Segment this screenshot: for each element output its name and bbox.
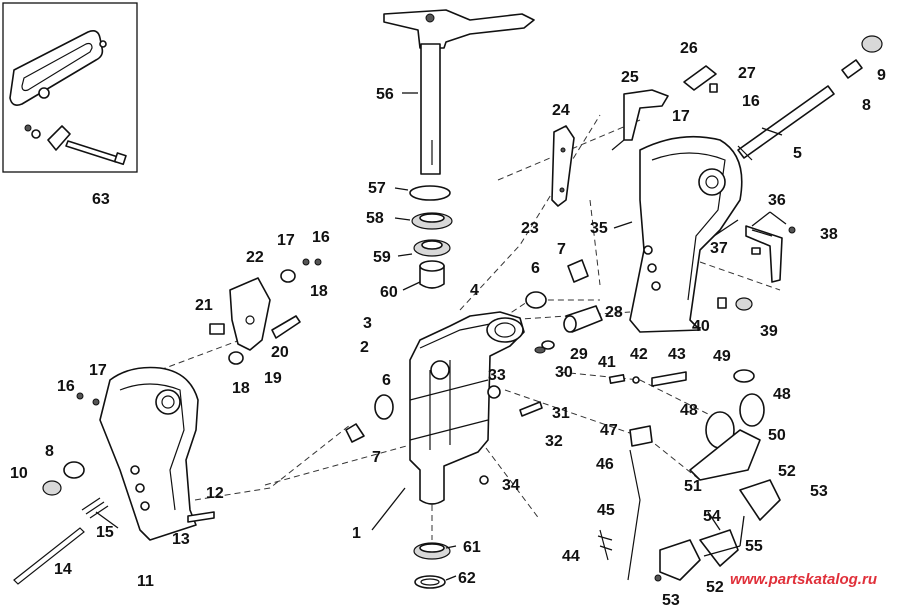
callout-25: 25 [621,69,639,86]
callout-63: 63 [92,191,110,208]
callout-48b: 48 [773,386,791,403]
parts-16-22-thumb-lock [209,258,322,365]
parts-6-7-bushings [345,259,589,443]
callout-35: 35 [590,220,608,237]
parts-8-15-lower-left [13,392,215,585]
callout-34: 34 [502,477,520,494]
callout-46: 46 [596,456,614,473]
callout-19: 19 [264,370,282,387]
callout-17c: 17 [672,108,690,125]
callout-40: 40 [692,318,710,335]
part-1-swivel-bracket [409,311,525,505]
parts-24-27-linkage [551,65,718,207]
part-5-tilt-tube [737,35,883,161]
callout-2: 2 [360,339,369,356]
callout-7b: 7 [557,241,566,258]
callout-33: 33 [488,367,506,384]
callout-52a: 52 [778,463,796,480]
callout-17a: 17 [89,362,107,379]
callout-54: 54 [703,508,721,525]
callout-3: 3 [363,315,372,332]
callout-58: 58 [366,210,384,227]
callout-62: 62 [458,570,476,587]
washers-57-62 [409,185,453,589]
callout-18a: 18 [310,283,328,300]
callout-labels: 1 2 3 4 5 6 6 7 7 8 8 9 10 11 12 13 14 1… [10,40,886,609]
callout-53b: 53 [662,592,680,609]
callout-59: 59 [373,249,391,266]
callout-29: 29 [570,346,588,363]
callout-32: 32 [545,433,563,450]
callout-45: 45 [597,502,615,519]
callout-37: 37 [710,240,728,257]
parts-36-40-spring-lock [717,225,796,311]
callout-39: 39 [760,323,778,340]
callout-5: 5 [793,145,802,162]
callout-16b: 16 [312,229,330,246]
callout-28: 28 [605,304,623,321]
callout-30: 30 [555,364,573,381]
callout-10: 10 [10,465,28,482]
callout-4: 4 [470,282,479,299]
callout-44: 44 [562,548,580,565]
callout-42: 42 [630,346,648,363]
callout-47: 47 [600,422,618,439]
callout-61: 61 [463,539,481,556]
inset-box-part-63 [2,2,138,173]
callout-1: 1 [352,525,361,542]
callout-16c: 16 [742,93,760,110]
callout-9: 9 [877,67,886,84]
parts-28-34-pins-bushings [479,305,603,485]
part-35-clamp-bracket [629,135,743,333]
callout-7a: 7 [372,449,381,466]
part-56-steering-shaft [383,9,535,175]
callout-14: 14 [54,561,72,578]
callout-13: 13 [172,531,190,548]
watermark-text: www.partskatalog.ru [730,571,877,588]
callout-50: 50 [768,427,786,444]
callout-12: 12 [206,485,224,502]
callout-20: 20 [271,344,289,361]
leader-lines [95,92,787,581]
callout-60: 60 [380,284,398,301]
callout-48a: 48 [680,402,698,419]
callout-8a: 8 [45,443,54,460]
callout-6b: 6 [531,260,540,277]
callout-56: 56 [376,86,394,103]
parts-41-55-lower-right [597,369,781,582]
callout-31: 31 [552,405,570,422]
callout-15: 15 [96,524,114,541]
callout-51: 51 [684,478,702,495]
callout-26: 26 [680,40,698,57]
callout-17b: 17 [277,232,295,249]
callout-11: 11 [137,573,154,590]
callout-21: 21 [195,297,213,314]
callout-43: 43 [668,346,686,363]
callout-16a: 16 [57,378,75,395]
callout-24: 24 [552,102,570,119]
callout-38: 38 [820,226,838,243]
callout-27: 27 [738,65,756,82]
part-11-clamp-bracket [99,366,199,541]
callout-41: 41 [598,354,616,371]
callout-18b: 18 [232,380,250,397]
callout-22: 22 [246,249,264,266]
callout-23: 23 [521,220,539,237]
callout-52b: 52 [706,579,724,596]
callout-55: 55 [745,538,763,555]
callout-53a: 53 [810,483,828,500]
callout-36: 36 [768,192,786,209]
callout-57: 57 [368,180,386,197]
callout-49: 49 [713,348,731,365]
callout-8b: 8 [862,97,871,114]
callout-6a: 6 [382,372,391,389]
